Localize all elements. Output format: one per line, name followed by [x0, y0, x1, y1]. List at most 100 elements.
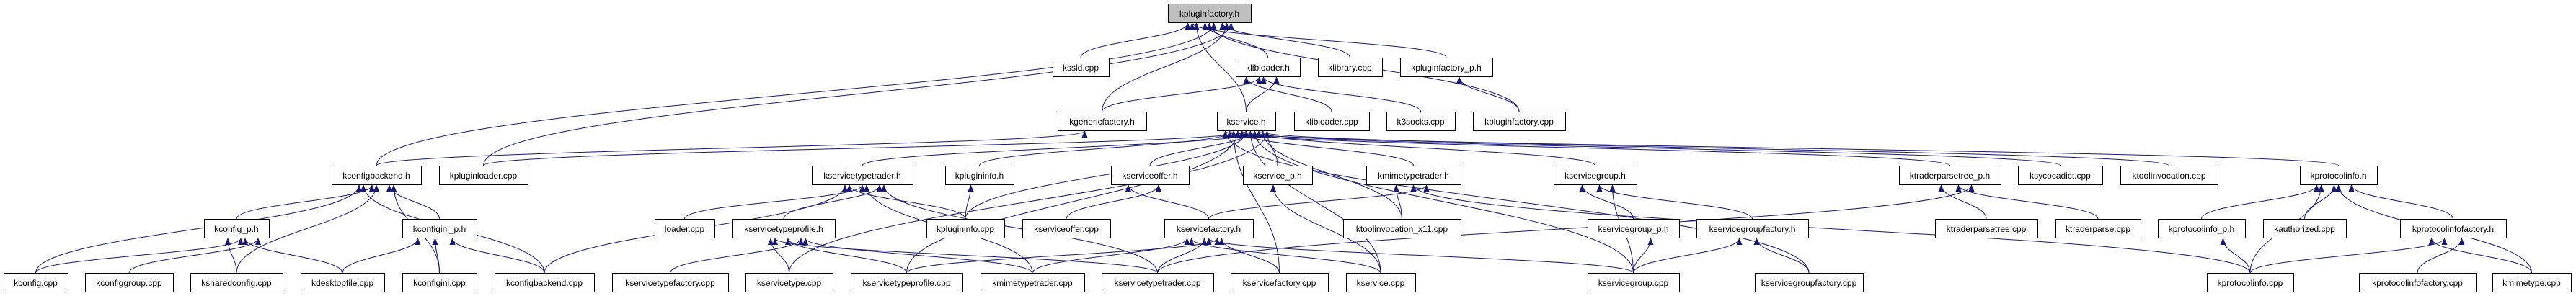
- edge-kpluginloader_cpp-to-kservice_h: [483, 130, 1249, 166]
- node-kconfig-p-h[interactable]: kconfig_p.h: [204, 219, 270, 238]
- node-label: kservicetypetrader.h: [823, 171, 900, 181]
- node-ksharedconfig-cpp[interactable]: ksharedconfig.cpp: [190, 273, 283, 292]
- node-klibrary-cpp[interactable]: klibrary.cpp: [1318, 58, 1383, 77]
- node-box: [1899, 166, 2001, 185]
- node-ktoolinvocation-x11-cpp[interactable]: ktoolinvocation_x11.cpp: [1343, 219, 1461, 238]
- node-label: kconfig_p.h: [214, 224, 258, 234]
- edges-layer: [35, 22, 2532, 274]
- node-ksycocadict-cpp[interactable]: ksycocadict.cpp: [2018, 166, 2103, 185]
- node-kservicetype-cpp[interactable]: kservicetype.cpp: [745, 273, 833, 292]
- node-box: [1473, 112, 1566, 131]
- node-kservicetypetrader-h[interactable]: kservicetypetrader.h: [812, 166, 913, 185]
- node-box: [85, 273, 174, 292]
- edge-kservicegroup_cpp-to-kservice_h: [1252, 130, 1634, 274]
- node-kservicegroup-cpp[interactable]: kservicegroup.cpp: [1588, 273, 1680, 292]
- node-kprotocolinfofactory-h[interactable]: kprotocolinfofactory.h: [2400, 219, 2507, 238]
- node-label: kservicetypetrader.cpp: [1114, 278, 1200, 288]
- node-klibloader-cpp[interactable]: klibloader.cpp: [1294, 112, 1370, 131]
- node-label: klibrary.cpp: [1328, 63, 1372, 73]
- node-kserviceoffer-cpp[interactable]: kserviceoffer.cpp: [1022, 219, 1111, 238]
- edge-kservicetypeprofile_cpp-to-kservicefactory_h: [906, 238, 1221, 274]
- edge-kservicefactory_h-to-kserviceoffer_h: [1125, 184, 1209, 220]
- node-ktraderparsetree-p-h[interactable]: ktraderparsetree_p.h: [1899, 166, 2001, 185]
- edge-klibloader_h-to-kpluginfactory_h: [1202, 22, 1268, 58]
- node-kprotocolinfo-p-h[interactable]: kprotocolinfo_p.h: [2158, 219, 2246, 238]
- node-label: ksharedconfig.cpp: [201, 278, 272, 288]
- node-box: [1053, 58, 1110, 77]
- node-kprotocolinfofactory-cpp[interactable]: kprotocolinfofactory.cpp: [2359, 273, 2477, 292]
- node-loader-cpp[interactable]: loader.cpp: [655, 219, 715, 238]
- node-kservicegroup-p-h[interactable]: kservicegroup_p.h: [1588, 219, 1680, 238]
- node-kpluginloader-cpp[interactable]: kpluginloader.cpp: [439, 166, 528, 185]
- node-label: kservice_p.h: [1253, 171, 1301, 181]
- node-kssld-cpp[interactable]: kssld.cpp: [1053, 58, 1110, 77]
- edge-ktraderparse_cpp-to-ktraderparsetree_p_h: [1955, 184, 2099, 220]
- edge-kconfigbackend_cpp-to-kconfigini_p_h: [449, 238, 545, 274]
- node-kpluginfactory-cpp[interactable]: kpluginfactory.cpp: [1473, 112, 1566, 131]
- edge-kplugininfo_h-to-kservice_h: [979, 130, 1236, 166]
- node-kconfigini-p-h[interactable]: kconfigini_p.h: [402, 219, 477, 238]
- node-box: [2055, 219, 2141, 238]
- node-kauthorized-cpp[interactable]: kauthorized.cpp: [2263, 219, 2347, 238]
- node-ktraderparsetree-cpp[interactable]: ktraderparsetree.cpp: [1935, 219, 2038, 238]
- node-kconfigbackend-h[interactable]: kconfigbackend.h: [332, 166, 422, 185]
- node-kconfigbackend-cpp[interactable]: kconfigbackend.cpp: [495, 273, 595, 292]
- node-box: [1755, 273, 1864, 292]
- node-kservicegroupfactory-h[interactable]: kservicegroupfactory.h: [1696, 219, 1809, 238]
- node-label: kmimetypetrader.cpp: [992, 278, 1073, 288]
- edge-kprotocolinfo_cpp-to-kprotocolinfo_p_h: [2220, 238, 2251, 274]
- node-kconfiggroup-cpp[interactable]: kconfiggroup.cpp: [85, 273, 174, 292]
- node-kservicetypetrader-cpp[interactable]: kservicetypetrader.cpp: [1102, 273, 1214, 292]
- edge-kservicetypetrader_h-to-kservice_h: [862, 130, 1266, 166]
- node-box: [612, 273, 729, 292]
- node-kservicetypefactory-cpp[interactable]: kservicetypefactory.cpp: [612, 273, 729, 292]
- edge-kservicegroupfactory_cpp-to-kservice_h: [1222, 130, 1810, 274]
- edge-kservice_cpp-to-kservice_p_h: [1270, 184, 1381, 274]
- node-kservicefactory-h[interactable]: kservicefactory.h: [1164, 219, 1254, 238]
- node-box: [1217, 112, 1276, 131]
- node-label: kprotocolinfo.cpp: [2218, 278, 2283, 288]
- node-kservice-p-h[interactable]: kservice_p.h: [1243, 166, 1313, 185]
- node-kdesktopfile-cpp[interactable]: kdesktopfile.cpp: [301, 273, 385, 292]
- node-kpluginfactory-h[interactable]: kpluginfactory.h: [1168, 4, 1252, 23]
- node-box: [1102, 273, 1214, 292]
- node-k3socks-cpp[interactable]: k3socks.cpp: [1386, 112, 1456, 131]
- node-kprotocolinfo-cpp[interactable]: kprotocolinfo.cpp: [2207, 273, 2294, 292]
- edge-kmimetypetrader_cpp-to-kservicetypeprofile_h: [802, 238, 1033, 274]
- node-box: [1366, 166, 1461, 185]
- node-kmimetypetrader-h[interactable]: kmimetypetrader.h: [1366, 166, 1461, 185]
- node-kprotocolinfo-h[interactable]: kprotocolinfo.h: [2300, 166, 2378, 185]
- edge-kservicetypetrader_cpp-to-kservicetypetrader_h: [881, 184, 1158, 274]
- node-ktoolinvocation-cpp[interactable]: ktoolinvocation.cpp: [2120, 166, 2218, 185]
- node-kservice-h[interactable]: kservice.h: [1217, 112, 1276, 131]
- node-box: [1400, 58, 1493, 77]
- node-kplugininfo-h[interactable]: kplugininfo.h: [945, 166, 1014, 185]
- edge-kservice_cpp-to-kservicefactory_h: [1188, 238, 1381, 274]
- node-box: [2018, 166, 2103, 185]
- edge-kdesktopfile_cpp-to-kconfig_p_h: [242, 238, 343, 274]
- edge-ksycocadict_cpp-to-kservice_h: [1239, 130, 2061, 166]
- node-kservicefactory-cpp[interactable]: kservicefactory.cpp: [1231, 273, 1329, 292]
- node-kservicegroup-h[interactable]: kservicegroup.h: [1554, 166, 1637, 185]
- node-kservicetypeprofile-cpp[interactable]: kservicetypeprofile.cpp: [851, 273, 963, 292]
- node-box: [2300, 166, 2378, 185]
- node-label: kservice.h: [1226, 117, 1265, 127]
- node-kplugininfo-cpp[interactable]: kplugininfo.cpp: [926, 219, 1005, 238]
- node-kmimetype-cpp[interactable]: kmimetype.cpp: [2492, 273, 2572, 292]
- edge-kservicegroup_cpp-to-kservicegroupfactory_h: [1633, 238, 1743, 274]
- node-kconfig-cpp[interactable]: kconfig.cpp: [4, 273, 68, 292]
- edge-kdesktopfile_cpp-to-kconfigini_p_h: [342, 238, 421, 274]
- edge-kmimetype_cpp-to-kprotocolinfofactory_h: [2428, 238, 2532, 274]
- node-kconfigini-cpp[interactable]: kconfigini.cpp: [402, 273, 477, 292]
- node-box: [1343, 219, 1461, 238]
- node-kservicegroupfactory-cpp[interactable]: kservicegroupfactory.cpp: [1755, 273, 1864, 292]
- node-kmimetypetrader-cpp[interactable]: kmimetypetrader.cpp: [981, 273, 1085, 292]
- node-klibloader-h[interactable]: klibloader.h: [1236, 58, 1301, 77]
- node-kgenericfactory-h[interactable]: kgenericfactory.h: [1058, 112, 1147, 131]
- node-kserviceoffer-h[interactable]: kserviceoffer.h: [1111, 166, 1190, 185]
- node-kservicetypeprofile-h[interactable]: kservicetypeprofile.h: [732, 219, 836, 238]
- node-kservice-cpp[interactable]: kservice.cpp: [1346, 273, 1416, 292]
- edge-kservicetypetrader_cpp-to-kservicetypeprofile_h: [772, 238, 1158, 274]
- node-ktraderparse-cpp[interactable]: ktraderparse.cpp: [2055, 219, 2141, 238]
- node-kpluginfactory-p-h[interactable]: kpluginfactory_p.h: [1400, 58, 1493, 77]
